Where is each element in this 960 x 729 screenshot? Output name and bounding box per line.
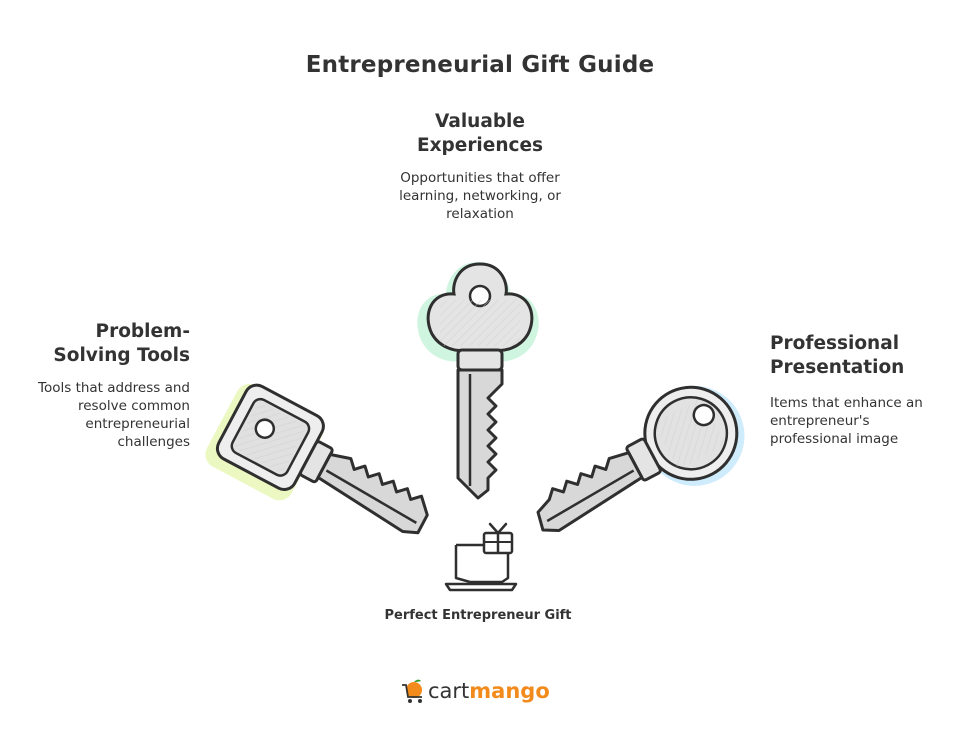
key-top-shading: [440, 300, 520, 346]
key-left-groove: [325, 469, 417, 524]
key-right-hole: [692, 403, 716, 427]
description-professional-presentation: Items that enhance an entrepreneur's pro…: [770, 395, 923, 447]
heading-valuable-experiences: Valuable Experiences: [380, 110, 580, 158]
heading-text: Valuable Experiences: [416, 111, 544, 156]
heading-text: Problem-Solving Tools: [53, 321, 190, 366]
heading-text: Professional Presentation: [770, 333, 905, 378]
brand-part2: mango: [469, 679, 550, 703]
brand-part1: cart: [428, 679, 470, 703]
key-left-shading: [234, 401, 307, 473]
heading-problem-solving-tools: Problem-Solving Tools: [20, 320, 190, 368]
mango-cart-icon: [402, 679, 422, 703]
description-valuable-experiences: Opportunities that offer learning, netwo…: [399, 170, 561, 222]
description-problem-solving-tools: Tools that address and resolve common en…: [38, 380, 190, 450]
key-professional-presentation: [536, 385, 745, 533]
key-problem-solving-tools: [205, 383, 429, 535]
heading-professional-presentation: Professional Presentation: [770, 332, 950, 380]
key-top-collar: [456, 348, 504, 372]
diagram-title: Entrepreneurial Gift Guide: [305, 52, 655, 78]
key-left-blade: [316, 453, 429, 535]
key-right-blade: [536, 451, 644, 533]
key-valuable-experiences: [417, 262, 539, 500]
key-left-hole: [254, 418, 276, 439]
key-top-blade: [456, 368, 504, 500]
brand-wordmark: cartmango: [428, 679, 550, 703]
key-right-groove: [546, 469, 635, 523]
brand-logo[interactable]: cartmango: [400, 676, 550, 706]
center-label: Perfect Entrepreneur Gift: [384, 608, 572, 623]
laptop-gift-icon: [444, 522, 518, 592]
